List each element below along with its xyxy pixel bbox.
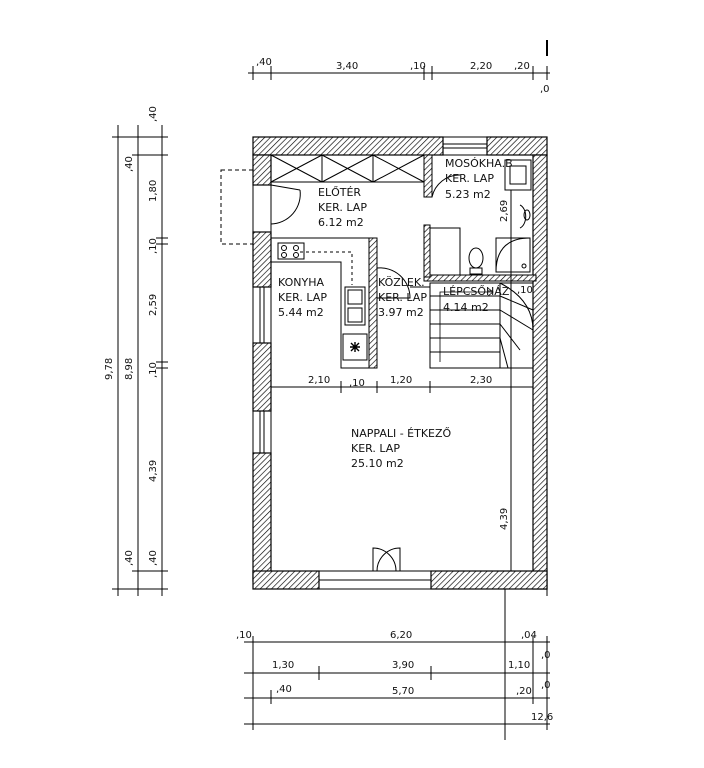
svg-text:4.14 m2: 4.14 m2 bbox=[443, 301, 489, 314]
dim-interior bbox=[270, 190, 533, 571]
svg-text:MOSÓKHA.B: MOSÓKHA.B bbox=[445, 157, 513, 170]
dim-left-4: 2,59 bbox=[148, 294, 159, 316]
dim-left-6: 4,39 bbox=[148, 460, 159, 482]
svg-text:LÉPCSŐHÁZ: LÉPCSŐHÁZ bbox=[443, 284, 510, 298]
staircase bbox=[429, 282, 534, 369]
svg-text:NAPPALI - ÉTKEZŐ: NAPPALI - ÉTKEZŐ bbox=[351, 426, 452, 440]
dim-top-0: ,40 bbox=[256, 57, 272, 68]
svg-text:25.10 m2: 25.10 m2 bbox=[351, 457, 404, 470]
dim-right-mark-1: ,0 bbox=[541, 680, 551, 691]
entrance-door bbox=[220, 169, 301, 245]
svg-text:KER. LAP: KER. LAP bbox=[445, 172, 494, 185]
dim-b4: 12,6 bbox=[531, 712, 553, 723]
svg-text:KER. LAP: KER. LAP bbox=[378, 291, 427, 304]
dim-left-8: ,40 bbox=[148, 550, 159, 566]
dim-right-mark-0: ,0 bbox=[541, 650, 551, 661]
upper-cabinets bbox=[300, 251, 353, 285]
svg-text:KER. LAP: KER. LAP bbox=[351, 442, 400, 455]
window-top bbox=[442, 136, 488, 156]
room-mosokha: MOSÓKHA.B KER. LAP 5.23 m2 bbox=[445, 157, 513, 201]
dim-left-1: ,40 bbox=[124, 156, 135, 172]
dim-b2-0: 1,30 bbox=[272, 660, 294, 671]
dim-b1-2: ,04 bbox=[521, 630, 537, 641]
svg-text:ELŐTÉR: ELŐTÉR bbox=[318, 185, 361, 199]
room-eloter: ELŐTÉR KER. LAP 6.12 m2 bbox=[318, 185, 367, 229]
room-lepcsohaz: LÉPCSŐHÁZ 4.14 m2 bbox=[443, 284, 510, 314]
dim-b3-2: ,20 bbox=[516, 686, 532, 697]
dim-b2-1: 3,90 bbox=[392, 660, 414, 671]
dim-top-2: ,10 bbox=[410, 61, 426, 72]
exterior-walls bbox=[252, 136, 548, 590]
dim-left-0: ,40 bbox=[148, 106, 159, 122]
svg-text:KER. LAP: KER. LAP bbox=[278, 291, 327, 304]
dim-left-total1: 9,78 bbox=[104, 358, 115, 380]
svg-text:KÖZLEK.: KÖZLEK. bbox=[378, 276, 425, 289]
dim-bottom bbox=[244, 636, 550, 730]
room-konyha: KONYHA KER. LAP 5.44 m2 bbox=[278, 276, 327, 319]
dim-b3-1: 5,70 bbox=[392, 686, 414, 697]
svg-text:5.23 m2: 5.23 m2 bbox=[445, 188, 491, 201]
dim-int-3: 2,30 bbox=[470, 375, 492, 386]
dim-b1-0: ,10 bbox=[236, 630, 252, 641]
corridor-door bbox=[376, 267, 411, 299]
dim-int-1: ,10 bbox=[349, 378, 365, 389]
dim-top-mark: ,0 bbox=[540, 84, 550, 95]
room-nappali: NAPPALI - ÉTKEZŐ KER. LAP 25.10 m2 bbox=[351, 426, 452, 470]
dim-int-0: 2,10 bbox=[308, 375, 330, 386]
patio-door bbox=[318, 547, 432, 590]
window-left-kitchen bbox=[252, 286, 272, 344]
bathroom-fixtures bbox=[429, 159, 532, 276]
wardrobe bbox=[270, 154, 425, 183]
dim-left-2: 1,80 bbox=[148, 180, 159, 202]
dim-b2-2: 1,10 bbox=[508, 660, 530, 671]
dim-b3-0: ,40 bbox=[276, 684, 292, 695]
dim-int-v0: 2,69 bbox=[499, 200, 510, 222]
room-kozlek: KÖZLEK. KER. LAP 3.97 m2 bbox=[378, 276, 427, 319]
dim-left-5: ,10 bbox=[148, 362, 159, 378]
dim-int-v2: 4,39 bbox=[499, 508, 510, 530]
svg-text:6.12 m2: 6.12 m2 bbox=[318, 216, 364, 229]
dim-top-3: 2,20 bbox=[470, 61, 492, 72]
dim-left-total2: 8,98 bbox=[124, 358, 135, 380]
dim-int-v1: ,10 bbox=[517, 285, 533, 296]
dim-top bbox=[248, 40, 550, 80]
svg-text:KER. LAP: KER. LAP bbox=[318, 201, 367, 214]
dim-top-4: ,20 bbox=[514, 61, 530, 72]
mosokha-door bbox=[431, 174, 461, 198]
svg-text:3.97 m2: 3.97 m2 bbox=[378, 306, 424, 319]
dim-left bbox=[112, 125, 168, 596]
dim-left-7: ,40 bbox=[124, 550, 135, 566]
dim-left-3: ,10 bbox=[148, 238, 159, 254]
dim-top-1: 3,40 bbox=[336, 61, 358, 72]
dim-int-2: 1,20 bbox=[390, 375, 412, 386]
window-left-living bbox=[252, 410, 272, 454]
svg-text:KONYHA: KONYHA bbox=[278, 276, 324, 289]
dim-b1-1: 6,20 bbox=[390, 630, 412, 641]
kitchen-counter bbox=[270, 237, 378, 369]
svg-text:5.44 m2: 5.44 m2 bbox=[278, 306, 324, 319]
